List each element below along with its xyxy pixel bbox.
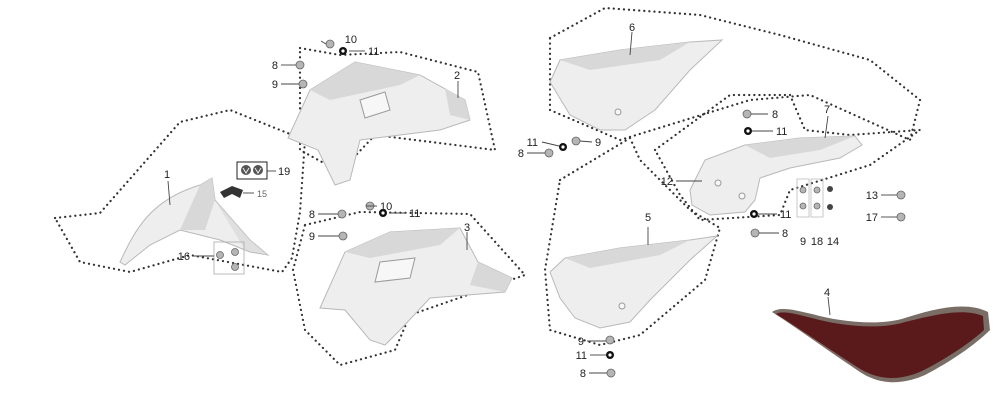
label-9-lower: 9 [309, 231, 315, 243]
side-cover-upper [549, 39, 724, 131]
label-16: 16 [178, 251, 190, 263]
label-8-mid: 8 [518, 148, 524, 160]
fastener-set-part7 [742, 109, 760, 238]
fender-bracket [220, 186, 243, 198]
group-outline-left-shroud [298, 46, 497, 174]
group-outline-side-cover-lower [543, 136, 722, 347]
leader-lines [167, 31, 897, 374]
clip-pair-box [236, 161, 268, 180]
label-3: 3 [464, 222, 470, 234]
label-8-upper: 8 [272, 60, 278, 72]
label-6: 6 [629, 22, 635, 34]
rear-fender-hardware-set [796, 178, 833, 218]
label-11-rear-top: 11 [776, 126, 787, 138]
left-radiator-shroud [287, 61, 471, 186]
label-9-upper: 9 [272, 79, 278, 91]
label-19: 19 [278, 166, 290, 178]
label-18: 18 [811, 236, 823, 248]
side-cover-lower [549, 235, 719, 329]
callout-labels: 1 2 3 4 5 6 7 10 11 8 9 10 11 8 9 11 8 9… [164, 22, 878, 380]
label-9-rear: 9 [800, 236, 806, 248]
label-8-bottom: 8 [580, 368, 586, 380]
seat [772, 306, 990, 383]
label-1: 1 [164, 169, 170, 181]
fastener-set-part6 [544, 136, 581, 158]
fastener-set-part2 [295, 39, 347, 89]
label-9-bottom: 9 [578, 336, 584, 348]
label-12: 12 [661, 176, 673, 188]
right-radiator-shroud [319, 227, 513, 346]
label-14: 14 [827, 236, 839, 248]
label-17: 17 [866, 212, 878, 224]
group-outline-right-shroud [291, 210, 527, 367]
fastener-set-13-17 [896, 190, 906, 222]
label-2: 2 [454, 70, 460, 82]
fender-bolt-set [213, 241, 245, 275]
label-11-lower: 11 [409, 208, 420, 220]
label-11-mid: 11 [527, 137, 538, 149]
fastener-set-part3 [337, 201, 387, 241]
label-8-rear-bottom: 8 [782, 228, 788, 240]
rear-fender [689, 135, 863, 216]
group-outline-side-cover-upper [548, 6, 922, 142]
label-7: 7 [824, 104, 830, 116]
label-9-mid: 9 [595, 137, 601, 149]
label-13: 13 [866, 190, 878, 202]
front-fender [119, 177, 270, 266]
label-10-lower: 10 [380, 201, 392, 213]
label-11-bottom: 11 [576, 350, 587, 362]
group-outline-rear-fender [653, 93, 924, 222]
label-8-rear-top: 8 [772, 109, 778, 121]
group-outline-front-fender [53, 108, 307, 274]
label-8-lower: 8 [309, 209, 315, 221]
label-15: 15 [257, 189, 267, 199]
label-11-upper: 11 [368, 46, 379, 58]
label-11-rear-bottom: 11 [780, 209, 791, 221]
fastener-set-part5 [605, 335, 616, 378]
label-5: 5 [645, 212, 651, 224]
label-4: 4 [824, 287, 830, 299]
label-10-upper: 10 [345, 34, 357, 46]
